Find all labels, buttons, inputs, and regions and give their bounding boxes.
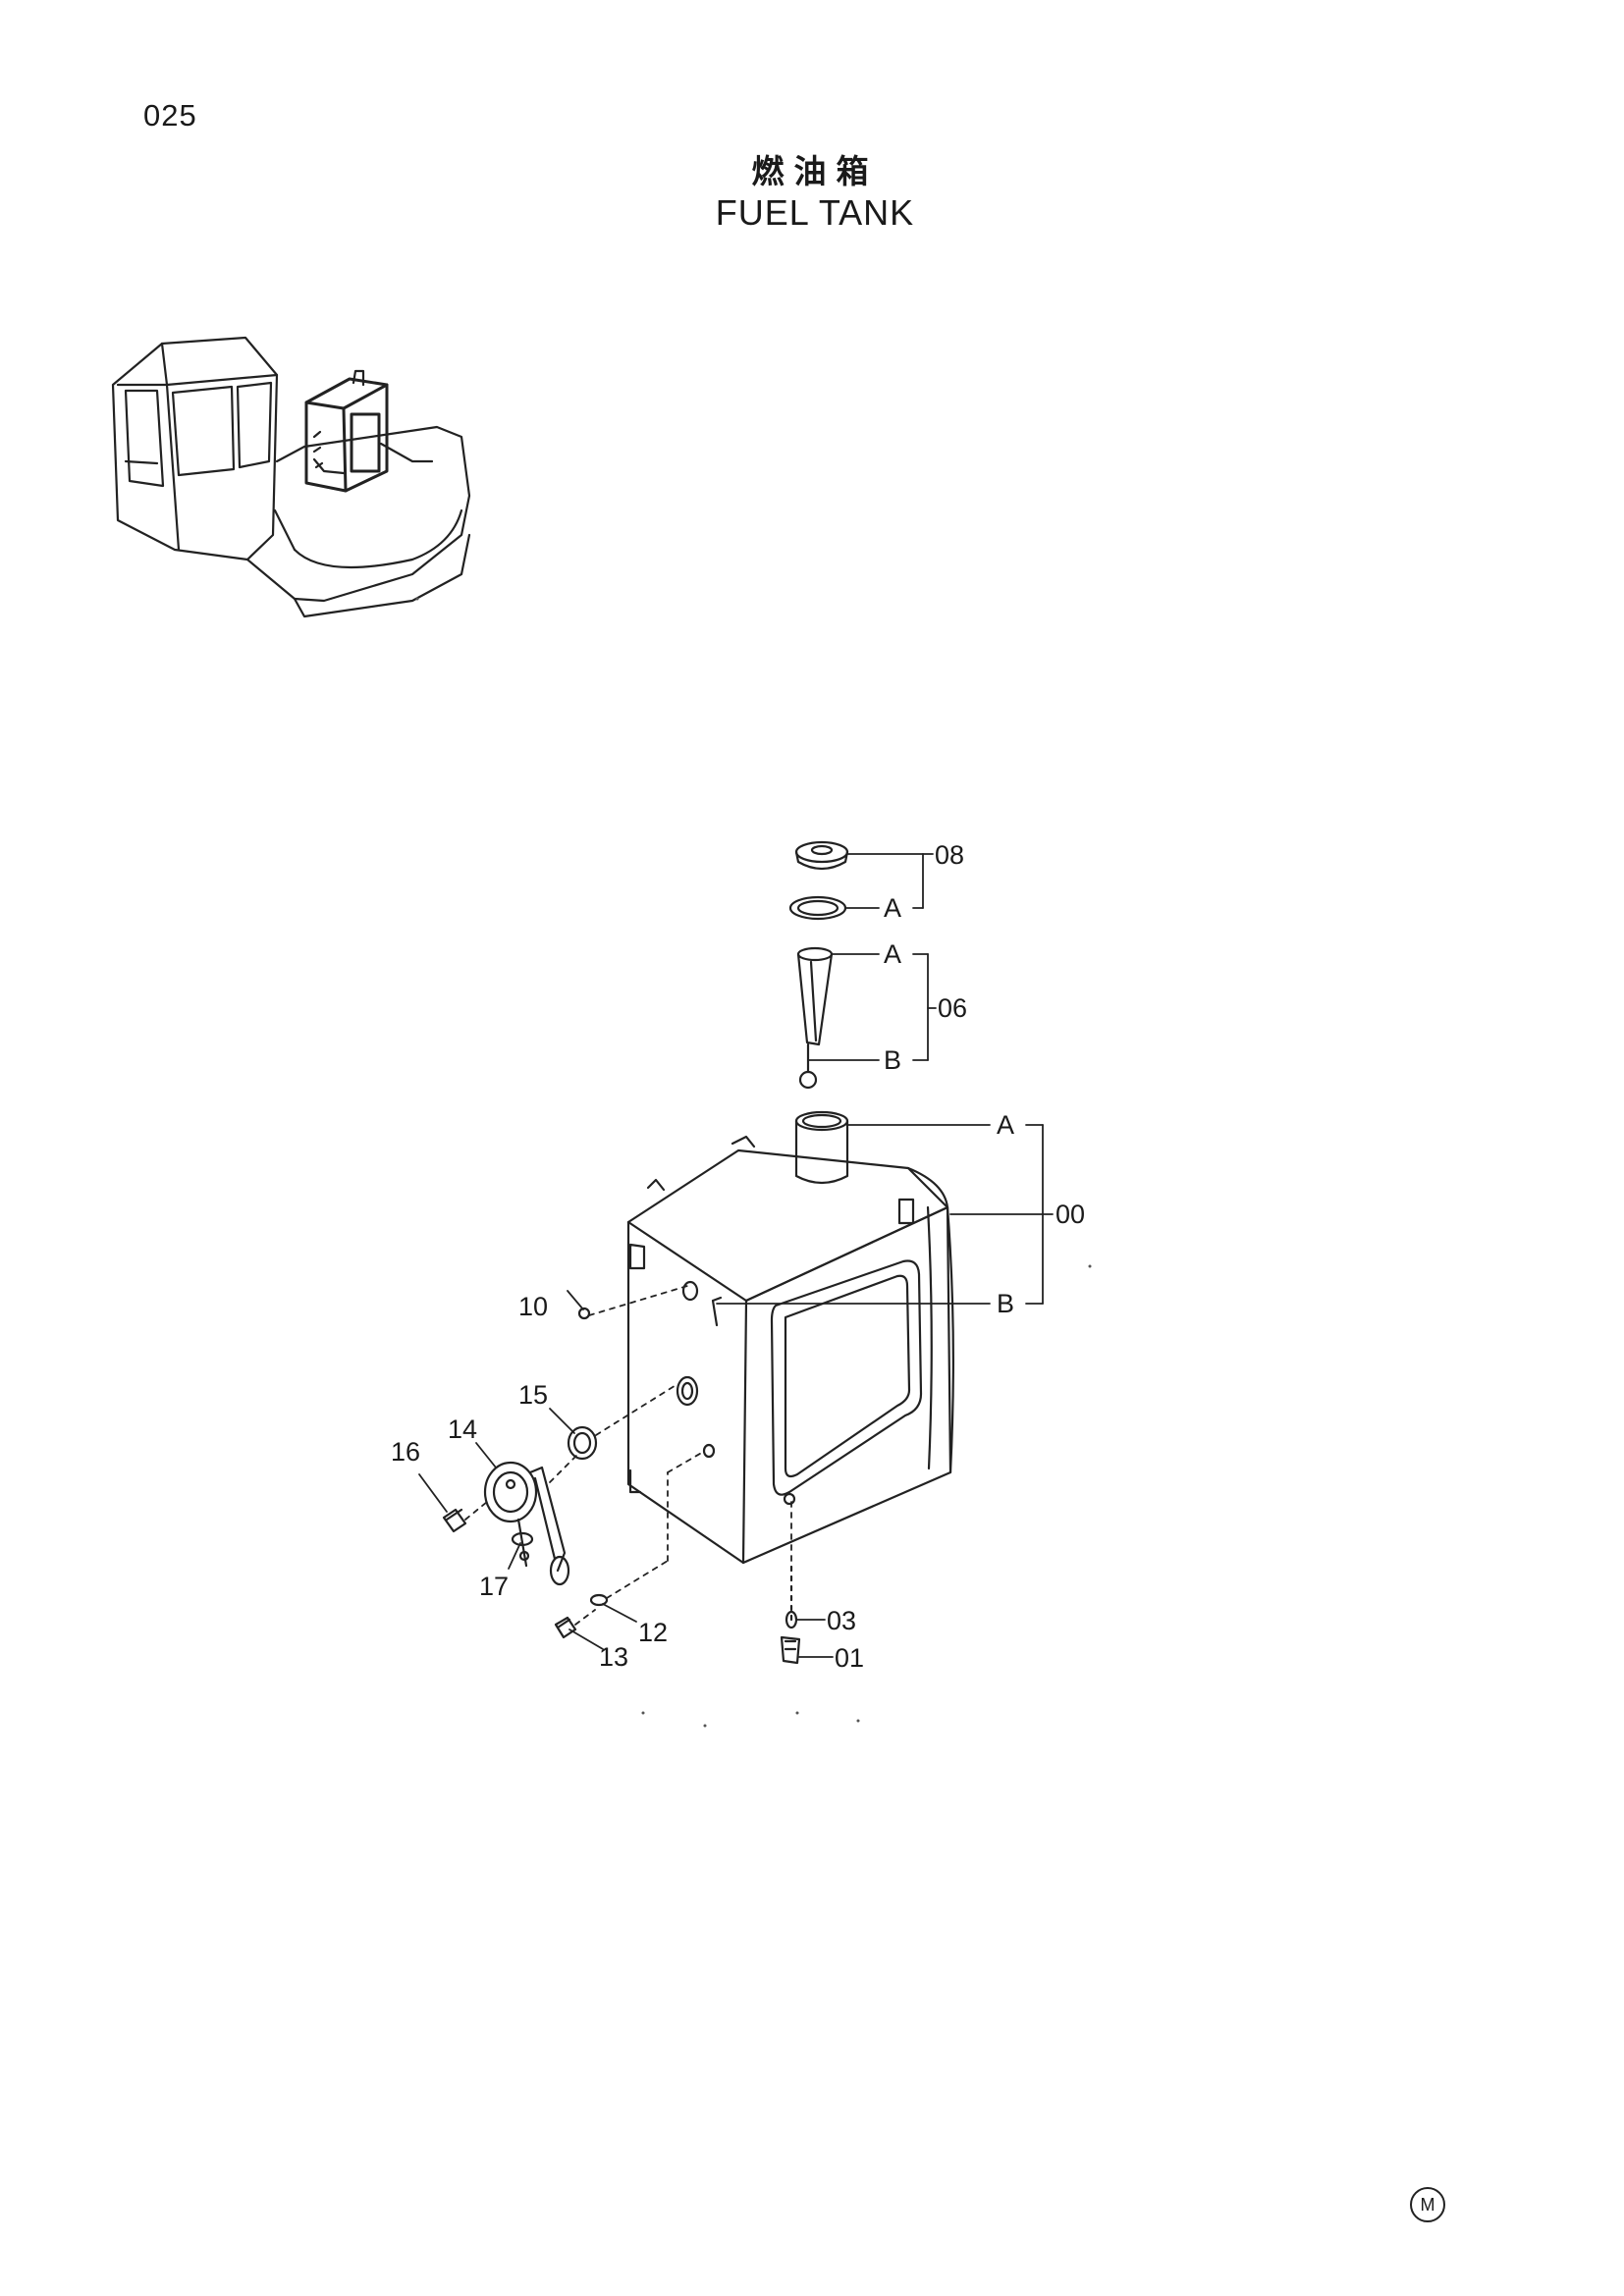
callout-01: 01 xyxy=(835,1643,864,1673)
filler-cap-part-08 xyxy=(794,840,849,871)
callout-a-tank: A xyxy=(997,1110,1014,1140)
callout-b-tank: B xyxy=(997,1289,1014,1318)
leader-lines xyxy=(418,853,1054,1658)
scan-specks xyxy=(415,597,1092,1728)
callout-labels: 08 A A 06 B A 00 B 10 15 14 16 17 12 13 … xyxy=(391,840,1085,1673)
drain-plug-parts xyxy=(780,1565,801,1665)
callout-a-gasket: A xyxy=(884,893,901,923)
gasket-ring xyxy=(788,895,847,921)
callout-13: 13 xyxy=(599,1642,628,1672)
callout-03: 03 xyxy=(827,1606,856,1635)
callout-a-strainer: A xyxy=(884,939,901,969)
title-chinese: 燃油箱 xyxy=(751,152,879,190)
page-number: 025 xyxy=(143,98,197,133)
fuel-sender-assembly xyxy=(442,1307,609,1639)
footer-circled-mark: M xyxy=(1410,2187,1445,2222)
callout-15: 15 xyxy=(518,1380,548,1410)
callout-17: 17 xyxy=(479,1572,509,1601)
strainer-part-06 xyxy=(796,946,834,1090)
title-english: FUEL TANK xyxy=(715,192,915,233)
fuel-tank-body-part-00 xyxy=(626,1110,954,1565)
callout-16: 16 xyxy=(391,1437,420,1467)
callout-00: 00 xyxy=(1056,1200,1085,1229)
callout-10: 10 xyxy=(518,1292,548,1321)
callout-12: 12 xyxy=(638,1618,668,1647)
callout-14: 14 xyxy=(448,1415,477,1444)
callout-08: 08 xyxy=(935,840,964,870)
excavator-locator-image xyxy=(111,336,471,618)
callout-b-strainer: B xyxy=(884,1045,901,1075)
callout-06: 06 xyxy=(938,993,967,1023)
